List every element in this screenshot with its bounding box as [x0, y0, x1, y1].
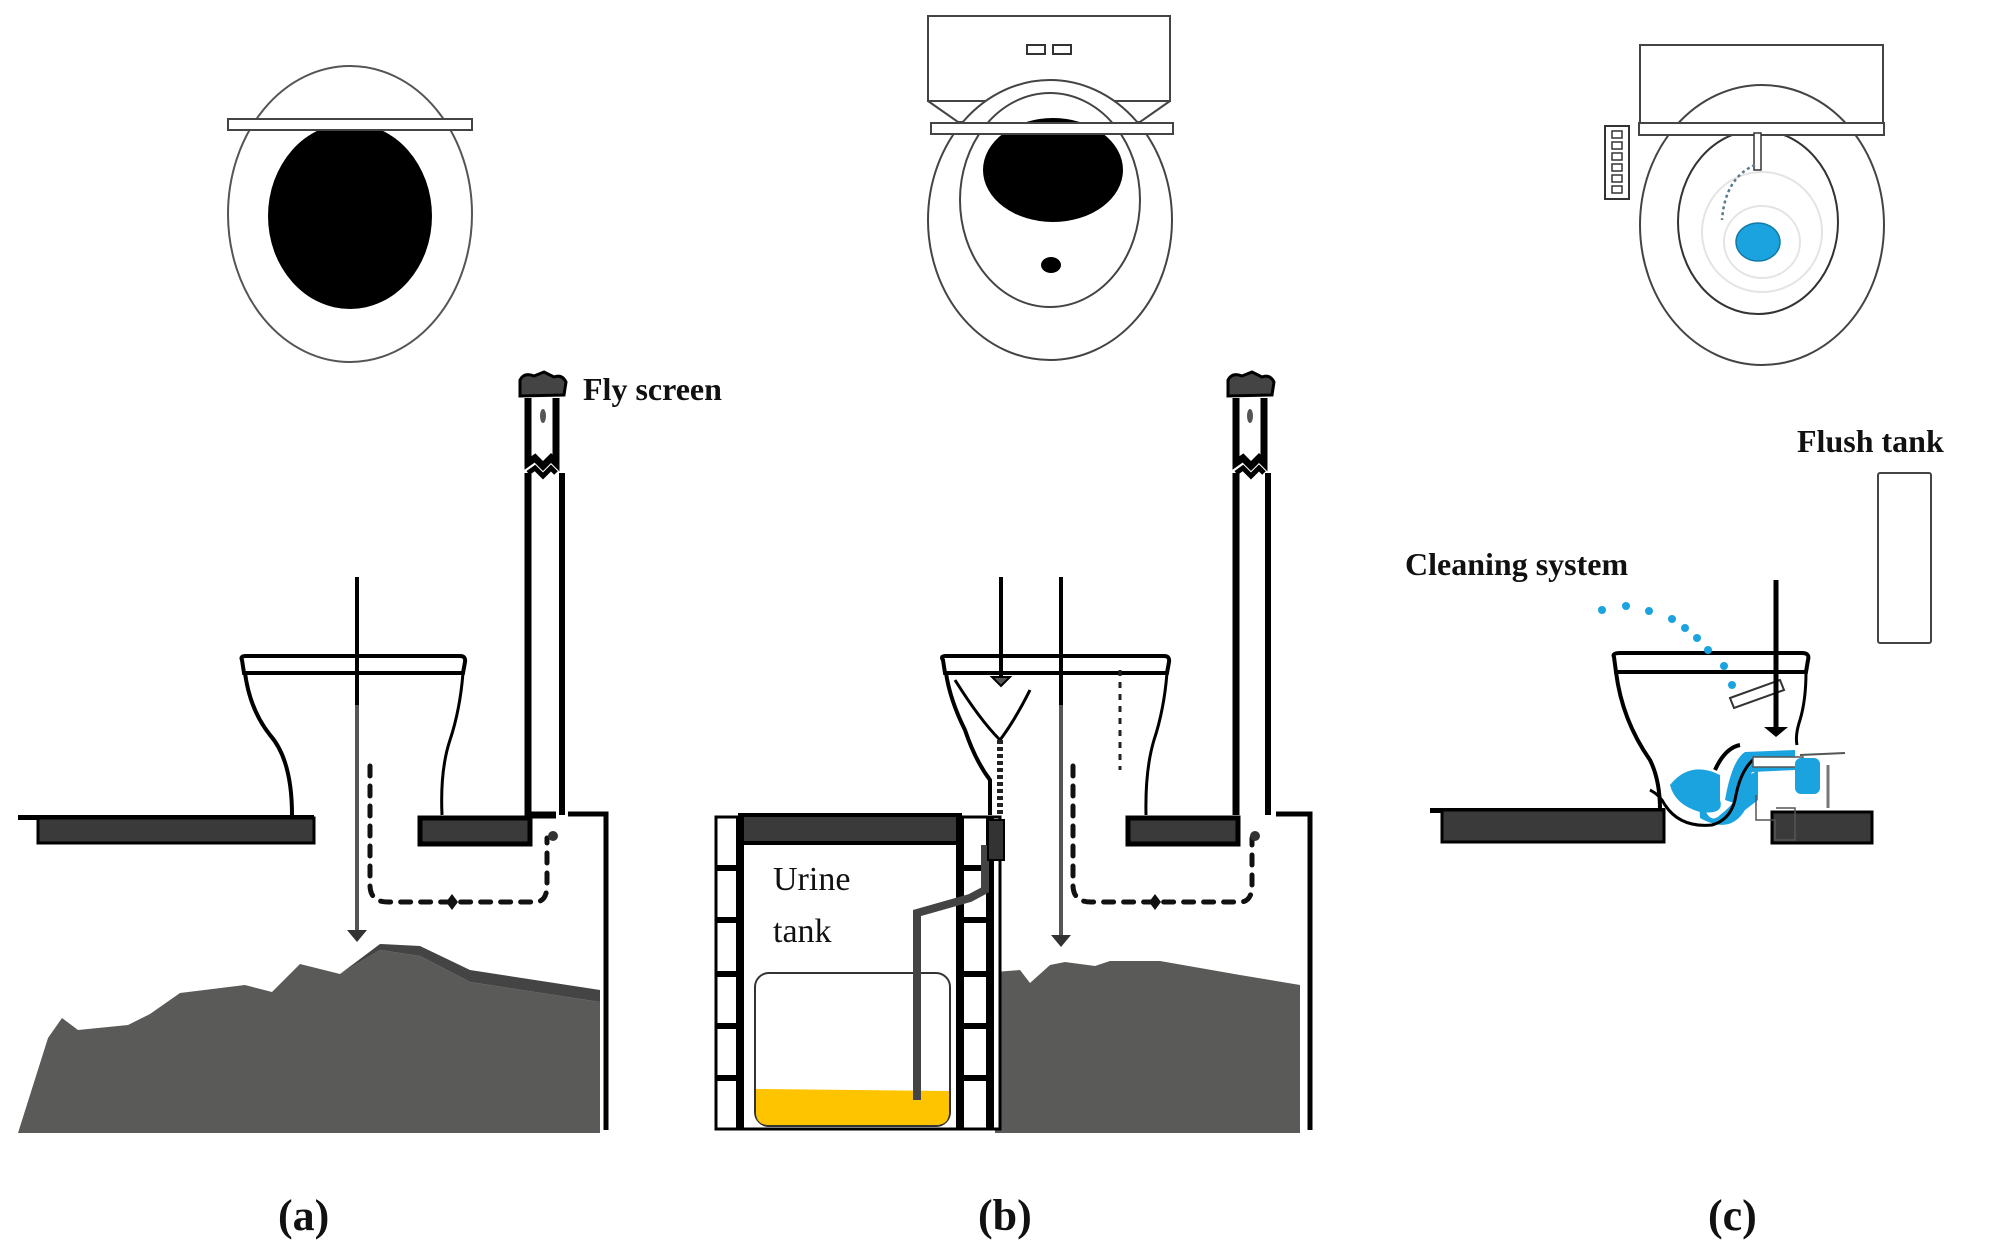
- panel-b: Urine tank: [714, 15, 1313, 1240]
- seat-hinge-bar: [227, 118, 473, 131]
- air-flow-path-b: [1070, 763, 1260, 910]
- flush-tank-label: Flush tank: [1797, 423, 1944, 459]
- floor-slab-left: [18, 815, 316, 845]
- pit-contents-b: [995, 961, 1300, 1133]
- caption-c: (c): [1708, 1191, 1757, 1240]
- panel-c: Flush tank Cleaning system: [1405, 44, 1944, 1240]
- urine-hole: [1041, 257, 1061, 273]
- cleaning-system-label: Cleaning system: [1405, 546, 1628, 582]
- faeces-hole: [983, 118, 1123, 222]
- vent-pipe-b: [1226, 370, 1276, 815]
- water-pool: [1735, 222, 1781, 262]
- flush-button-1: [1026, 44, 1046, 55]
- water-trap: [1649, 743, 1846, 841]
- spray-arc: [1720, 163, 1756, 221]
- excreta-flow-arrow-c: [1764, 580, 1788, 737]
- pit-contents: [18, 950, 600, 1133]
- urine-chamber: Urine tank: [714, 813, 1005, 1131]
- urine-tank-label-line1: Urine: [773, 861, 850, 898]
- spray-nozzle: [1753, 132, 1762, 171]
- cleaning-spray-dots: [1598, 602, 1736, 689]
- panel-b-top-view: [927, 15, 1174, 361]
- panel-a-top-view: [227, 65, 473, 363]
- control-panel: [1604, 125, 1630, 200]
- panel-a: Fly screen: [18, 65, 722, 1240]
- urine-fill: [756, 1089, 949, 1125]
- vent-pipe: [518, 370, 568, 819]
- excreta-flow-arrow: [347, 577, 367, 942]
- caption-b: (b): [978, 1191, 1032, 1240]
- floor-slab-right-c: [1770, 810, 1874, 845]
- pit-hole: [268, 123, 432, 309]
- panel-b-side-view: Urine tank: [714, 370, 1313, 1133]
- air-flow-path: [367, 763, 558, 910]
- fly-screen-cap: [518, 370, 568, 398]
- urine-tank-label-line2: tank: [773, 913, 832, 950]
- toilet-pedestal: [239, 654, 468, 816]
- floor-slab-right: [417, 815, 533, 847]
- urine-container: [754, 972, 951, 1127]
- fly-screen-label: Fly screen: [583, 371, 722, 407]
- panel-a-side-view: Fly screen: [18, 370, 722, 1133]
- udd-pedestal: [940, 577, 1172, 816]
- flush-lever: [1728, 678, 1786, 710]
- flush-button-2: [1052, 44, 1072, 55]
- flush-pedestal: [1611, 651, 1811, 811]
- floor-slab-left-c: [1430, 808, 1666, 844]
- pit-wall: [568, 811, 609, 1130]
- caption-a: (a): [278, 1191, 329, 1240]
- faeces-flow-arrow: [1051, 577, 1071, 947]
- panel-c-side-view: Flush tank Cleaning system: [1405, 423, 1944, 845]
- flush-tank: [1877, 472, 1932, 644]
- panel-c-top-view: [1604, 44, 1885, 366]
